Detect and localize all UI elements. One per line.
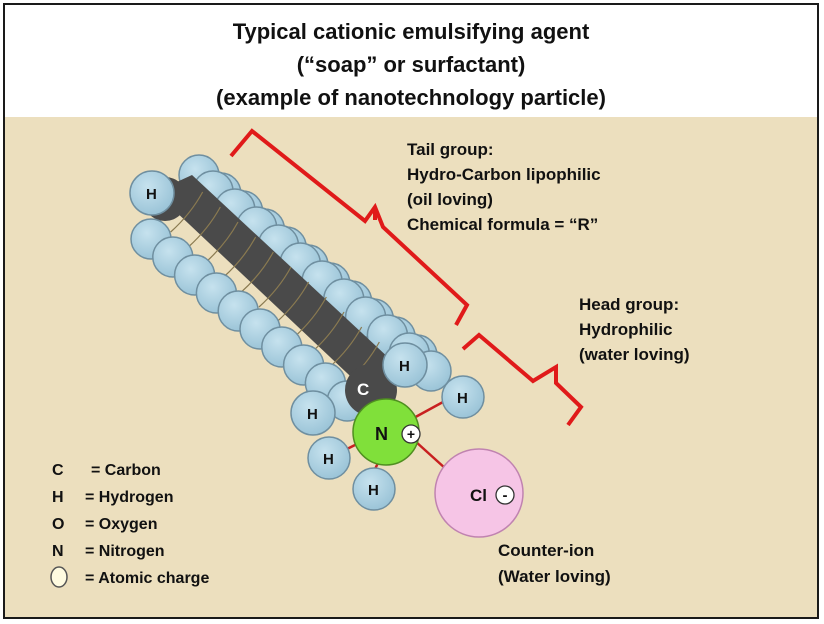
hydrogen-label-left: H xyxy=(323,451,334,468)
diagram-frame: Typical cationic emulsifying agent (“soa… xyxy=(3,3,819,619)
diagram-panel: C H H H H H H N xyxy=(5,117,817,617)
legend-symbol-hydrogen: H xyxy=(52,489,64,506)
legend-label-carbon: = Carbon xyxy=(91,462,161,479)
legend-item-oxygen: O = Oxygen xyxy=(52,516,157,533)
head-group-bracket xyxy=(461,332,584,427)
legend: C = Carbon H = Hydrogen O = Oxygen N = N… xyxy=(50,462,209,588)
legend-label-oxygen: = Oxygen xyxy=(85,516,157,533)
nitrogen-label: N xyxy=(375,424,388,444)
hydrogen-label-tip: H xyxy=(146,186,157,203)
head-group-line-3: (water loving) xyxy=(579,345,690,364)
carbon-chain-body xyxy=(155,175,405,390)
tail-group-line-3: (oil loving) xyxy=(407,190,493,209)
hydrogen-label-1: H xyxy=(399,358,410,375)
legend-label-hydrogen: = Hydrogen xyxy=(85,489,173,506)
title-line-1: Typical cationic emulsifying agent xyxy=(232,19,590,44)
hydrogen-label-2: H xyxy=(307,406,318,423)
chlorine-label: Cl xyxy=(470,486,487,505)
hydrogen-atom-1 xyxy=(382,342,428,388)
hydrogen-atom-tip xyxy=(129,170,175,216)
carbon-segment-line xyxy=(276,281,310,323)
head-group: H H H N + xyxy=(307,375,485,511)
head-group-label: Head group: Hydrophilic (water loving) xyxy=(579,295,690,364)
legend-label-atomic-charge: = Atomic charge xyxy=(85,570,209,587)
carbon-atom-label: C xyxy=(357,380,369,399)
title-box: Typical cationic emulsifying agent (“soa… xyxy=(5,5,817,119)
counter-ion-chlorine: Cl - xyxy=(434,448,524,538)
hydrogen-atom-2 xyxy=(290,390,336,436)
tail-group-line-2: Hydro-Carbon lipophilic xyxy=(407,165,601,184)
carbon-segment-lines xyxy=(170,191,380,383)
atomic-charge-icon xyxy=(50,566,68,588)
legend-item-atomic-charge: = Atomic charge xyxy=(50,566,209,588)
positive-charge-label: + xyxy=(407,426,415,442)
negative-charge-icon xyxy=(495,485,515,505)
carbon-segment-line xyxy=(258,266,292,308)
title-line-2: (“soap” or surfactant) xyxy=(296,52,526,77)
hydrogen-atom-left xyxy=(307,436,351,480)
legend-item-hydrogen: H = Hydrogen xyxy=(52,489,173,506)
hydrogen-atom-bottom xyxy=(352,467,396,511)
chlorine-atom xyxy=(434,448,524,538)
counter-ion-line-1: Counter-ion xyxy=(498,541,594,560)
legend-item-nitrogen: N = Nitrogen xyxy=(52,543,165,560)
tail-molecule: C H H H xyxy=(129,154,452,436)
legend-symbol-oxygen: O xyxy=(52,516,64,533)
negative-charge-label: - xyxy=(503,487,508,504)
carbon-segment-line xyxy=(240,251,274,293)
counter-ion-label: Counter-ion (Water loving) xyxy=(498,541,611,586)
molecule-diagram: C H H H H H H N xyxy=(50,128,690,588)
hydrogen-atom-right xyxy=(441,375,485,419)
carbon-segment-line xyxy=(223,236,257,278)
tail-group-line-4: Chemical formula = “R” xyxy=(407,215,598,234)
carbon-segment-line xyxy=(170,191,204,233)
head-group-line-1: Head group: xyxy=(579,295,679,314)
title-line-3: (example of nanotechnology particle) xyxy=(216,85,606,110)
hydrogen-label-bottom: H xyxy=(368,482,379,499)
bond-n-cl xyxy=(414,440,447,470)
carbon-segment-line xyxy=(205,221,239,263)
counter-ion-line-2: (Water loving) xyxy=(498,567,611,586)
positive-charge-icon xyxy=(401,424,421,444)
hydrogen-label-right: H xyxy=(457,390,468,407)
tail-group-line-1: Tail group: xyxy=(407,140,494,159)
legend-item-carbon: C = Carbon xyxy=(52,462,161,479)
legend-symbol-carbon: C xyxy=(52,462,64,479)
carbon-segment-line xyxy=(187,206,221,248)
legend-symbol-nitrogen: N xyxy=(52,543,64,560)
tail-group-label: Tail group: Hydro-Carbon lipophilic (oil… xyxy=(407,140,601,234)
legend-label-nitrogen: = Nitrogen xyxy=(85,543,165,560)
head-group-line-2: Hydrophilic xyxy=(579,320,673,339)
